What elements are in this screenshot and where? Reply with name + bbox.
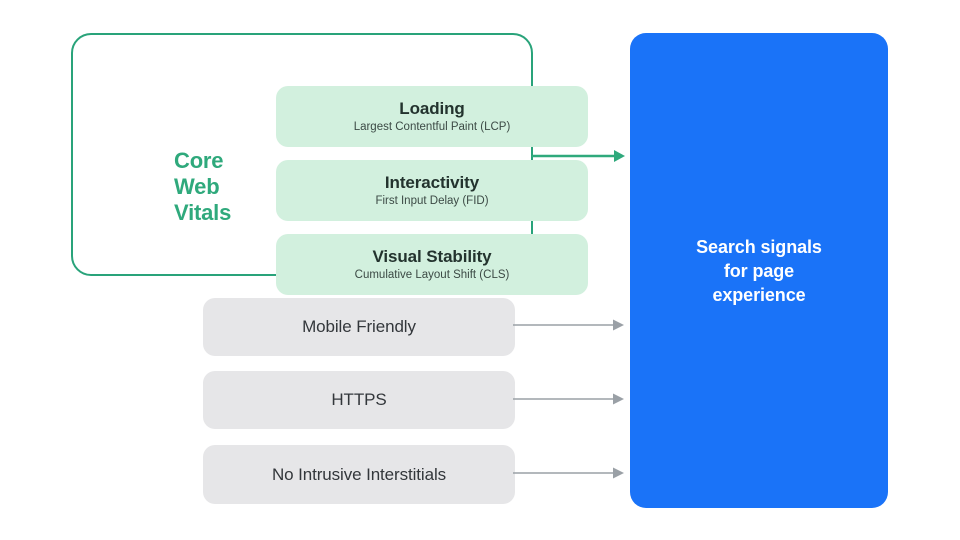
metric-card-loading[interactable]: Loading Largest Contentful Paint (LCP)	[276, 86, 588, 147]
green-arrow-core-web-vitals-icon	[532, 150, 625, 162]
search-signals-panel[interactable]: Search signals for page experience	[630, 33, 888, 508]
metric-subtitle: Cumulative Layout Shift (CLS)	[354, 269, 510, 281]
core-web-vitals-label-line-3: Vitals	[174, 200, 232, 225]
core-web-vitals-label-line-1: Core	[174, 148, 224, 173]
signal-card-mobile-friendly[interactable]: Mobile Friendly	[203, 298, 515, 356]
search-signals-line-2: for page	[723, 260, 795, 281]
gray-arrow-no-intrusive-interstitials-icon	[513, 467, 624, 479]
metric-subtitle: First Input Delay (FID)	[375, 195, 489, 207]
signal-label: HTTPS	[331, 390, 387, 409]
search-signals-line-1: Search signals	[696, 236, 822, 257]
search-signals-line-3: experience	[712, 284, 806, 305]
signal-card-https[interactable]: HTTPS	[203, 371, 515, 429]
metric-title: Visual Stability	[372, 247, 492, 266]
core-web-vitals-group: Core Web Vitals Loading Largest Contentf…	[71, 33, 588, 295]
metric-title: Interactivity	[384, 173, 480, 192]
core-web-vitals-label: Core Web Vitals	[174, 148, 270, 226]
metric-title: Loading	[399, 99, 465, 118]
gray-arrow-https-icon	[513, 393, 624, 405]
core-web-vitals-label-line-2: Web	[174, 174, 220, 199]
signal-label: No Intrusive Interstitials	[271, 464, 447, 484]
gray-arrow-mobile-friendly-icon	[513, 319, 624, 331]
search-signals-panel-text: Search signals for page experience	[696, 235, 822, 307]
signal-card-no-intrusive-interstitials[interactable]: No Intrusive Interstitials	[203, 445, 515, 504]
metric-card-visual-stability[interactable]: Visual Stability Cumulative Layout Shift…	[276, 234, 588, 295]
signal-label: Mobile Friendly	[302, 317, 416, 336]
metric-card-interactivity[interactable]: Interactivity First Input Delay (FID)	[276, 160, 588, 221]
metric-subtitle: Largest Contentful Paint (LCP)	[353, 121, 511, 133]
